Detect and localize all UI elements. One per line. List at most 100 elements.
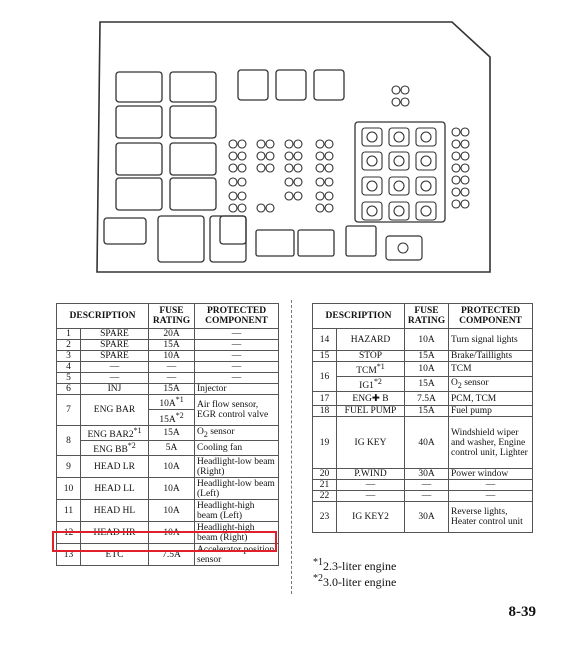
header-description: DESCRIPTION bbox=[312, 303, 405, 329]
mini-fuse-icon bbox=[451, 151, 470, 161]
table-row: 22——— bbox=[312, 490, 533, 503]
mini-fuse-icon bbox=[315, 177, 334, 187]
mini-fuse-icon bbox=[256, 151, 275, 161]
table-row: ENG BB*2 5A Cooling fan bbox=[57, 440, 279, 457]
mini-fuse-icon bbox=[228, 163, 247, 173]
fusible-link bbox=[103, 217, 147, 245]
fuse-box-diagram bbox=[96, 21, 491, 273]
fuse-icon bbox=[397, 242, 409, 254]
mini-fuse-icon bbox=[315, 203, 334, 213]
fusible-link bbox=[209, 215, 247, 263]
fuse-23-block bbox=[385, 235, 423, 261]
mini-fuse-icon bbox=[228, 203, 247, 213]
table-row: 21——— bbox=[312, 479, 533, 492]
mini-fuse-icon bbox=[391, 97, 410, 107]
column-divider bbox=[291, 300, 292, 594]
relay-block bbox=[169, 105, 217, 139]
mini-fuse-icon bbox=[256, 139, 275, 149]
fuse-box-outline bbox=[96, 21, 491, 273]
mini-fuse-icon bbox=[451, 163, 470, 173]
header-description: DESCRIPTION bbox=[56, 303, 149, 329]
fuse-icon bbox=[388, 151, 410, 171]
mini-fuse-icon bbox=[451, 199, 470, 209]
mini-fuse-icon bbox=[451, 187, 470, 197]
fuse-icon bbox=[415, 151, 437, 171]
relay-block bbox=[237, 69, 269, 101]
relay-block bbox=[313, 69, 345, 101]
relay-block bbox=[169, 177, 217, 211]
fusible-link bbox=[157, 215, 205, 263]
header-protected-component: PROTECTED COMPONENT bbox=[448, 303, 533, 329]
mini-fuse-icon bbox=[315, 151, 334, 161]
table-row: 5——— bbox=[56, 372, 279, 384]
header-fuse-rating: FUSE RATING bbox=[148, 303, 195, 329]
relay-block bbox=[115, 177, 163, 211]
fusible-link bbox=[345, 225, 377, 257]
mini-fuse-icon bbox=[256, 163, 275, 173]
fusible-link bbox=[297, 229, 335, 257]
mini-fuse-icon bbox=[284, 151, 303, 161]
fuse-icon bbox=[361, 201, 383, 221]
mini-fuse-icon bbox=[228, 151, 247, 161]
fuse-icon bbox=[361, 127, 383, 147]
highlight-box bbox=[52, 531, 277, 552]
fuse-icon bbox=[388, 201, 410, 221]
mini-fuse-icon bbox=[284, 139, 303, 149]
fuse-table-right: DESCRIPTION FUSE RATING PROTECTED COMPON… bbox=[312, 303, 533, 534]
mini-fuse-icon bbox=[391, 85, 410, 95]
fuse-icon bbox=[361, 151, 383, 171]
relay-block bbox=[115, 71, 163, 103]
relay-block bbox=[115, 105, 163, 139]
fuse-icon bbox=[388, 176, 410, 196]
mini-fuse-icon bbox=[228, 139, 247, 149]
mini-fuse-icon bbox=[228, 191, 247, 201]
table-row: 7 ENG BAR 10A*1 Air flow sensor, EGR con… bbox=[56, 393, 279, 427]
fuse-panel bbox=[354, 121, 446, 223]
mini-fuse-icon bbox=[451, 127, 470, 137]
fusible-link bbox=[219, 215, 247, 245]
plus-icon: ✚ bbox=[371, 393, 380, 404]
relay-block bbox=[169, 71, 217, 103]
table-row: 16 TCM*1 10A TCM bbox=[312, 360, 533, 393]
header-protected-component: PROTECTED COMPONENT bbox=[194, 303, 279, 329]
fuse-icon bbox=[361, 176, 383, 196]
footnote-2: *23.0-liter engine bbox=[313, 573, 397, 589]
mini-fuse-icon bbox=[228, 177, 247, 187]
header-fuse-rating: FUSE RATING bbox=[404, 303, 449, 329]
table-row: IG1*2 15A O2 sensor bbox=[313, 376, 533, 393]
fuse-icon bbox=[415, 176, 437, 196]
footnote-1: *12.3-liter engine bbox=[313, 557, 397, 573]
mini-fuse-icon bbox=[451, 175, 470, 185]
mini-fuse-icon bbox=[451, 139, 470, 149]
mini-fuse-icon bbox=[284, 191, 303, 201]
relay-block bbox=[169, 142, 217, 176]
table-row: 8 ENG BAR2*1 15A O2 sensor bbox=[56, 425, 279, 457]
mini-fuse-icon bbox=[284, 177, 303, 187]
mini-fuse-icon bbox=[315, 191, 334, 201]
relay-block bbox=[275, 69, 307, 101]
mini-fuse-icon bbox=[315, 139, 334, 149]
table-row: 17 ENG✚ B 7.5A PCM, TCM bbox=[312, 391, 533, 407]
mini-fuse-icon bbox=[284, 163, 303, 173]
fusible-link bbox=[255, 229, 295, 257]
fuse-icon bbox=[415, 201, 437, 221]
mini-fuse-icon bbox=[256, 203, 275, 213]
fuse-icon bbox=[388, 127, 410, 147]
table-row: 4——— bbox=[56, 361, 279, 373]
mini-fuse-icon bbox=[315, 163, 334, 173]
fuse-table-left: DESCRIPTION FUSE RATING PROTECTED COMPON… bbox=[56, 303, 279, 567]
